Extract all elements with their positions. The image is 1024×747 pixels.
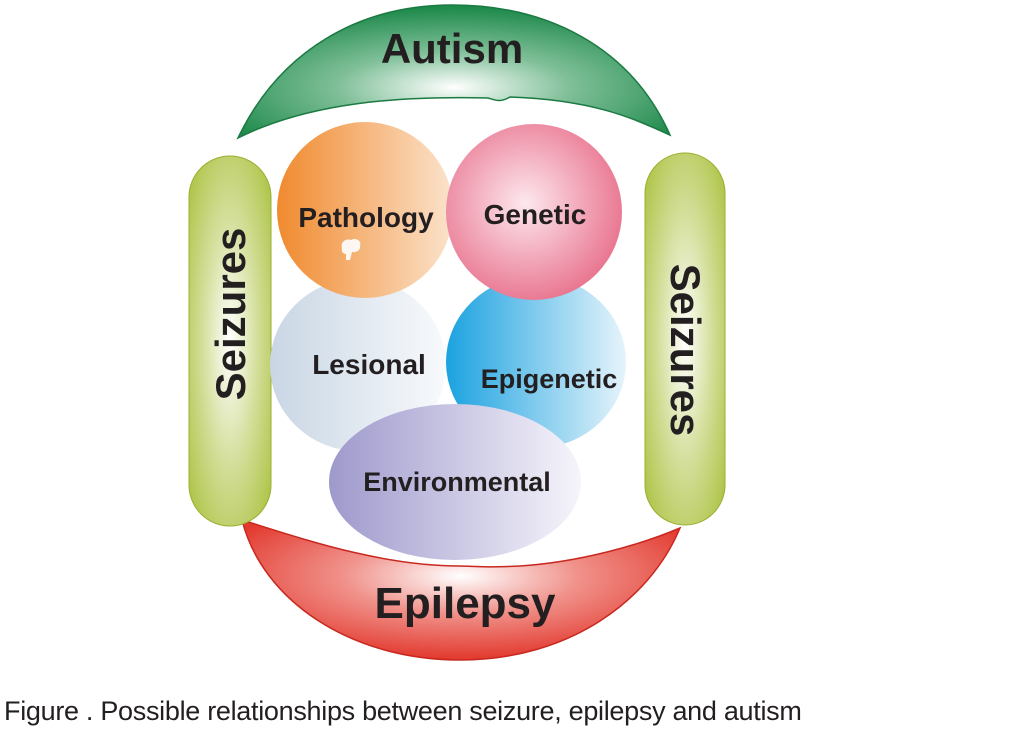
pathology-circle [277,122,453,298]
factor-epigenetic: Epigenetic [446,276,626,448]
autism-arc-shape [236,4,672,140]
epigenetic-circle [446,276,626,448]
genetic-circle [446,124,622,300]
lesional-label: Lesional [312,349,426,380]
lesional-circle [270,279,446,451]
autism-label: Autism [381,25,523,72]
figure-caption: Figure . Possible relationships between … [4,696,802,726]
factor-lesional: Lesional [270,279,446,451]
factor-environmental: Environmental [329,404,581,560]
seizures-pill-right-shape [644,152,726,526]
epilepsy-arc: Epilepsy [240,518,682,661]
factor-genetic: Genetic [446,124,622,300]
genetic-label: Genetic [484,199,587,230]
environmental-circle [329,404,581,560]
seizures-right-label: Seizures [662,264,709,437]
epilepsy-label: Epilepsy [375,579,556,628]
epigenetic-label: Epigenetic [481,364,618,394]
seizures-pill-right: Seizures [644,152,726,526]
seizures-pill-left-shape [188,155,272,527]
epilepsy-arc-shape [240,518,682,661]
environmental-label: Environmental [363,467,551,497]
seizures-left-label: Seizures [207,228,254,401]
seizures-pill-left: Seizures [188,155,272,527]
autism-arc: Autism [236,4,672,140]
blob-icon [341,238,361,260]
factor-pathology: Pathology [277,122,453,298]
pathology-label: Pathology [298,202,434,233]
